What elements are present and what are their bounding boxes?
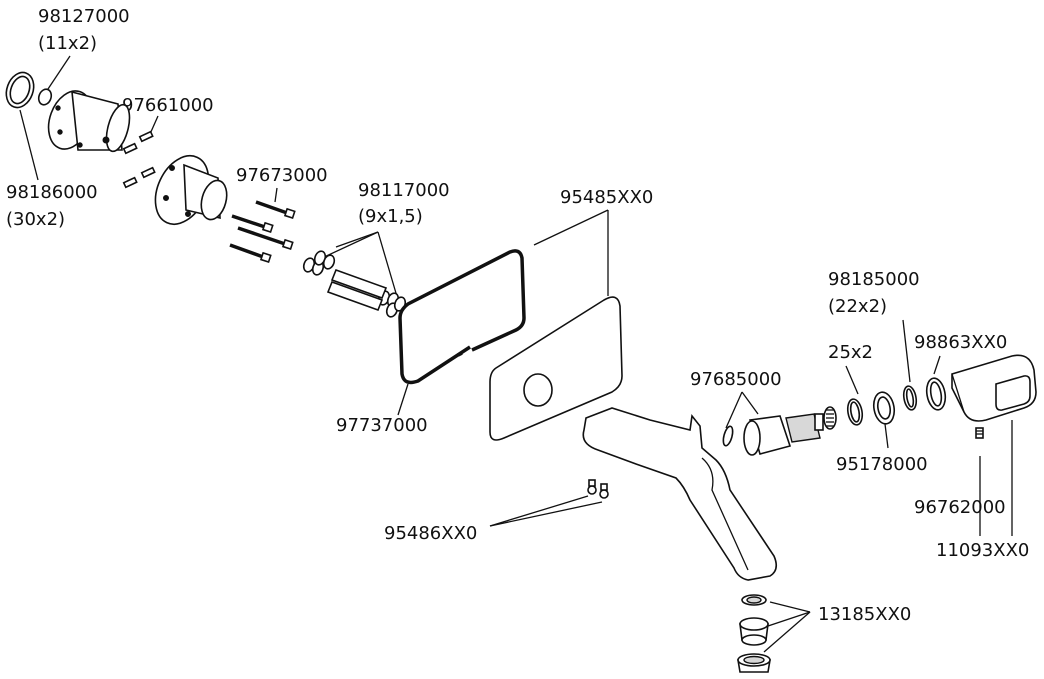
label-98117000: 98117000 (358, 180, 450, 201)
label-95178000: 95178000 (836, 454, 928, 475)
label-95486XX0: 95486XX0 (384, 523, 477, 544)
label-98127000-size: (11x2) (38, 33, 97, 54)
long-screws-97673000 (229, 200, 296, 264)
label-97685000: 97685000 (690, 369, 782, 390)
gasket-97737000 (398, 249, 526, 385)
label-97673000: 97673000 (236, 165, 328, 186)
label-98117000-size: (9x1,5) (358, 206, 423, 227)
connecting-tubes (326, 268, 388, 312)
wall-body (47, 90, 131, 153)
screws-95486XX0 (587, 479, 609, 499)
label-97661000: 97661000 (122, 95, 214, 116)
label-11093XX0: 11093XX0 (936, 540, 1029, 561)
label-97737000: 97737000 (336, 415, 428, 436)
label-98863XX0: 98863XX0 (914, 332, 1007, 353)
aerator-13185XX0 (737, 594, 771, 673)
label-98185000: 98185000 (828, 269, 920, 290)
label-96762000: 96762000 (914, 497, 1006, 518)
spline-adapter (823, 406, 837, 430)
nut-95178000 (872, 391, 896, 425)
label-98186000-size: (30x2) (6, 209, 65, 230)
screws-97661000 (122, 130, 156, 189)
o-ring-22x2 (902, 385, 918, 411)
o-ring-25x2 (846, 398, 864, 426)
label-25x2: 25x2 (828, 342, 873, 363)
label-13185XX0: 13185XX0 (818, 604, 911, 625)
label-98185000-size: (22x2) (828, 296, 887, 317)
o-ring-30x2 (5, 71, 35, 109)
label-95485XX0: 95485XX0 (560, 187, 653, 208)
o-ring-11x2 (37, 88, 53, 106)
label-98186000: 98186000 (6, 182, 98, 203)
o-rings-98117000 (302, 250, 407, 318)
cover-plate-95485XX0 (489, 296, 623, 441)
cartridge-97685000 (722, 413, 824, 456)
spout-body (582, 407, 778, 581)
wall-flange (154, 155, 228, 225)
handle-11093XX0 (951, 354, 1037, 422)
leader-lines (19, 55, 1013, 653)
sleeve-98863XX0 (925, 377, 947, 411)
grub-screw-96762000 (975, 427, 984, 439)
label-98127000: 98127000 (38, 6, 130, 27)
